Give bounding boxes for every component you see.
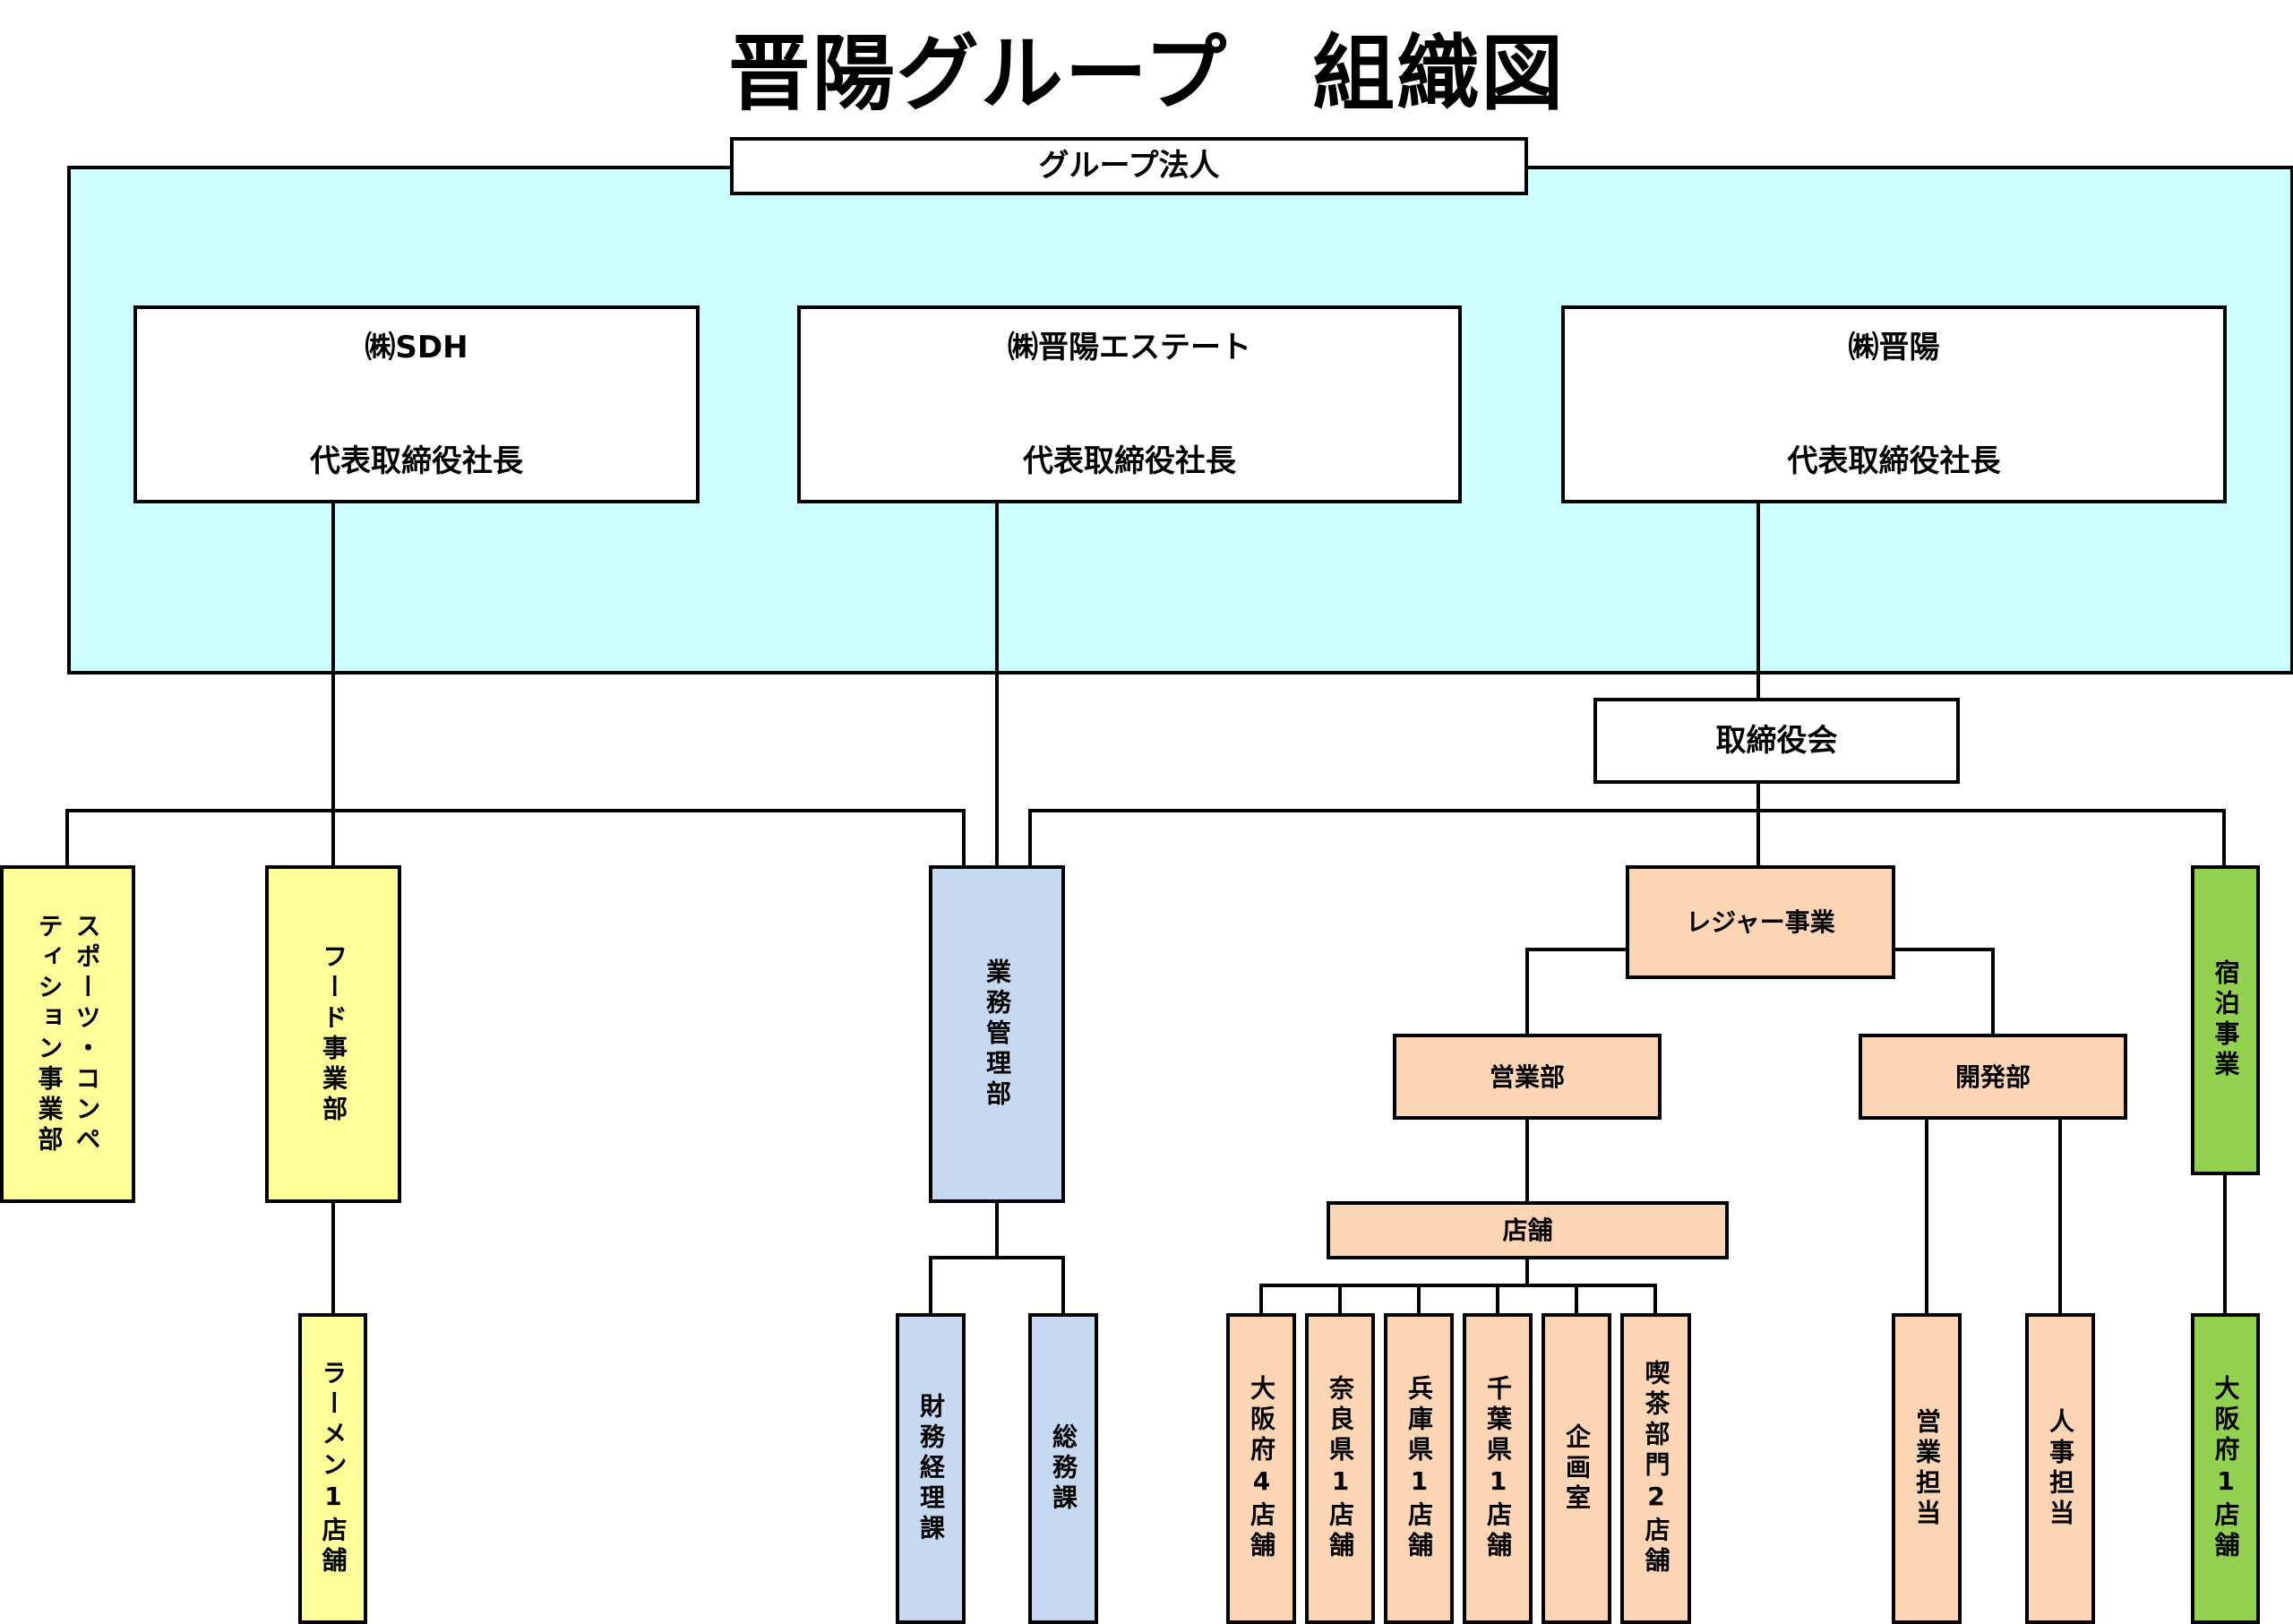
leisure-division-box[interactable]: レジャー事業 — [1626, 865, 1895, 979]
store-label: 大阪府4店舗 — [1247, 1375, 1276, 1562]
finance-section-box[interactable]: 財務経理課 — [896, 1313, 966, 1624]
company-sdh-box[interactable]: ㈱SDH 代表取締役社長 — [133, 305, 700, 503]
lodging-store-box[interactable]: 大阪府1店舗 — [2191, 1313, 2260, 1624]
leisure-division-label: レジャー事業 — [1686, 907, 1835, 937]
store-box-nara[interactable]: 奈良県1店舗 — [1305, 1313, 1375, 1624]
page-title: 晋陽グループ 組織図 — [727, 26, 1566, 122]
company-name: ㈱晋陽エステート — [1008, 329, 1251, 365]
company-name: ㈱晋陽 — [1848, 329, 1940, 365]
stores-box[interactable]: 店舗 — [1327, 1201, 1729, 1259]
general-affairs-section-label: 総務課 — [1049, 1422, 1078, 1515]
connector — [929, 1256, 1065, 1316]
sports-division-box[interactable]: スポーツ・コンペ ティション事業部 — [0, 865, 135, 1203]
group-label-box: グループ法人 — [730, 137, 1528, 195]
lodging-division-box[interactable]: 宿泊事業 — [2191, 865, 2260, 1175]
ramen-store-label: ラーメン1店舗 — [318, 1360, 348, 1577]
hr-staff-box[interactable]: 人事担当 — [2025, 1313, 2095, 1624]
company-estate-box[interactable]: ㈱晋陽エステート 代表取締役社長 — [797, 305, 1462, 503]
stores-label: 店舗 — [1502, 1216, 1553, 1245]
connector — [1525, 948, 1628, 1036]
company-role: 代表取締役社長 — [1023, 443, 1236, 479]
company-role: 代表取締役社長 — [1787, 443, 2001, 479]
sales-staff-box[interactable]: 営業担当 — [1892, 1313, 1962, 1624]
group-label: グループ法人 — [1038, 148, 1220, 185]
general-affairs-section-box[interactable]: 総務課 — [1028, 1313, 1098, 1624]
connector — [65, 809, 966, 868]
connector — [1892, 948, 1995, 1036]
lodging-division-label: 宿泊事業 — [2211, 959, 2241, 1081]
connector — [1259, 1284, 1657, 1316]
admin-division-label: 業務管理部 — [983, 958, 1012, 1111]
store-box-hyogo[interactable]: 兵庫県1店舗 — [1384, 1313, 1454, 1624]
finance-section-label: 財務経理課 — [916, 1392, 946, 1545]
store-label: 兵庫県1店舗 — [1404, 1375, 1434, 1562]
staff-label: 人事担当 — [2046, 1407, 2075, 1530]
store-label: 喫茶部門2店舗 — [1641, 1360, 1671, 1577]
company-role: 代表取締役社長 — [310, 443, 523, 479]
dev-dept-label: 開発部 — [1954, 1061, 2031, 1092]
store-box-osaka[interactable]: 大阪府4店舗 — [1226, 1313, 1296, 1624]
board-box[interactable]: 取締役会 — [1593, 698, 1960, 784]
store-label: 奈良県1店舗 — [1326, 1375, 1355, 1562]
company-name: ㈱SDH — [365, 329, 468, 365]
planning-office-box[interactable]: 企画室 — [1542, 1313, 1611, 1624]
ramen-store-box[interactable]: ラーメン1店舗 — [298, 1313, 367, 1624]
store-label: 千葉県1店舗 — [1483, 1375, 1513, 1562]
company-shinyo-box[interactable]: ㈱晋陽 代表取締役社長 — [1561, 305, 2227, 503]
admin-division-box[interactable]: 業務管理部 — [929, 865, 1065, 1203]
dev-dept-box[interactable]: 開発部 — [1859, 1034, 2127, 1120]
staff-label: 営業担当 — [1912, 1407, 1942, 1530]
lodging-store-label: 大阪府1店舗 — [2211, 1375, 2241, 1562]
sales-dept-box[interactable]: 営業部 — [1393, 1034, 1662, 1120]
board-label: 取締役会 — [1715, 722, 1838, 759]
cafe-stores-box[interactable]: 喫茶部門2店舗 — [1620, 1313, 1691, 1624]
store-box-chiba[interactable]: 千葉県1店舗 — [1463, 1313, 1533, 1624]
food-division-label: フード事業部 — [319, 942, 348, 1126]
sales-dept-label: 営業部 — [1489, 1061, 1565, 1092]
connector — [1028, 809, 2226, 868]
food-division-box[interactable]: フード事業部 — [265, 865, 401, 1203]
store-label: 企画室 — [1562, 1422, 1592, 1515]
sports-division-label: スポーツ・コンペ ティション事業部 — [34, 912, 102, 1156]
